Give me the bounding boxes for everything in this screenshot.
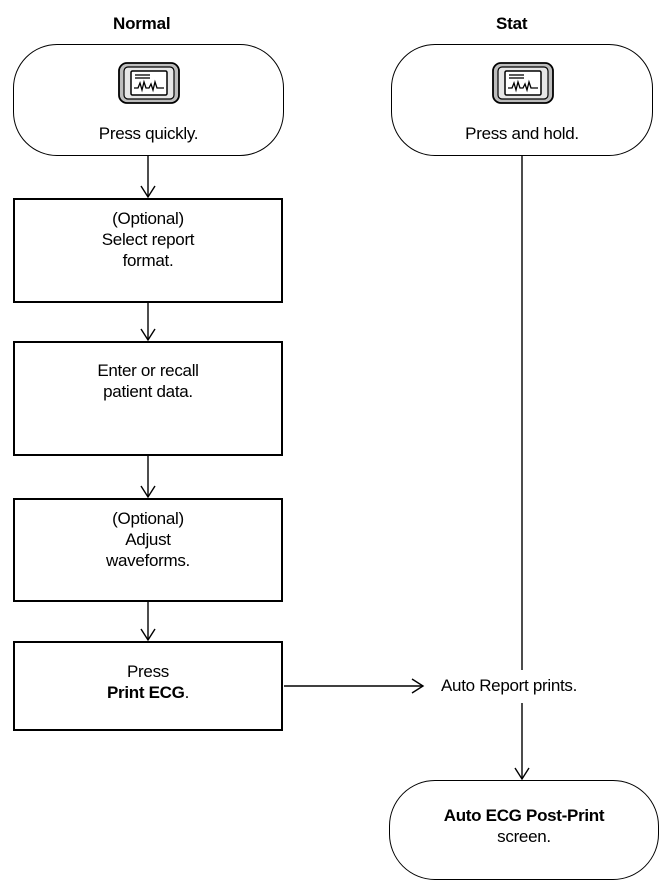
print-ecg-period: . [184,683,190,702]
step-format-line-1: (Optional) [112,209,184,228]
arrow-head-4 [140,628,156,642]
arrow-head-6 [514,767,530,781]
step-print-line-2: Print ECG. [15,682,281,703]
step-patient-line-1: Enter or recall [97,361,199,380]
start-stat-node: Press and hold. [391,44,653,156]
step-format-line-3: format. [122,251,174,270]
normal-column-title: Normal [113,14,171,33]
step-waveforms-line-2: Adjust [125,530,171,549]
auto-report-text: Auto Report prints. [441,676,578,695]
step-adjust-waveforms: (Optional) Adjust waveforms. [13,498,283,602]
step-format-line-2: Select report [101,230,195,249]
start-normal-text: Press quickly. [98,124,199,143]
step-patient-line-2: patient data. [103,382,193,401]
print-ecg-label: Print ECG [106,683,185,702]
ecg-button-icon [492,62,554,104]
arrow-head-3 [140,485,156,499]
step-print-line-1: Press [127,662,169,681]
end-line-2: screen. [497,827,551,846]
start-normal-node: Press quickly. [13,44,284,156]
arrow-head-1 [140,185,156,199]
step-patient-data: Enter or recall patient data. [13,341,283,456]
arrow-head-5 [411,678,425,694]
step-press-print: Press Print ECG. [13,641,283,731]
stat-column-title: Stat [496,14,528,33]
end-node: Auto ECG Post-Print screen. [389,780,659,880]
arrow-head-2 [140,328,156,342]
step-waveforms-line-1: (Optional) [112,509,184,528]
start-stat-text: Press and hold. [465,124,579,143]
step-waveforms-line-3: waveforms. [106,551,190,570]
end-line-1: Auto ECG Post-Print [443,806,605,825]
ecg-button-icon [118,62,180,104]
step-select-format: (Optional) Select report format. [13,198,283,303]
